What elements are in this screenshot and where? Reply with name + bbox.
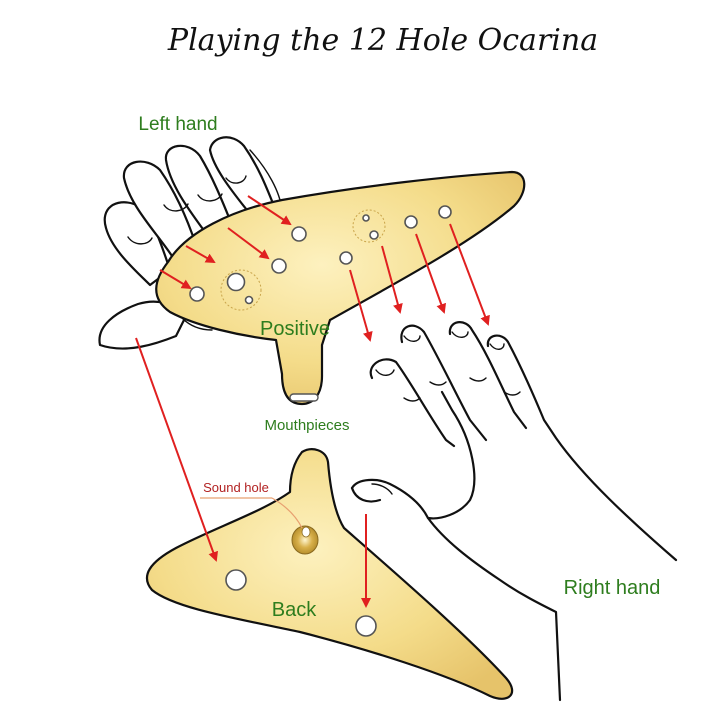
arrow [449,223,490,326]
arrow [381,245,403,314]
back-hole [225,569,247,591]
back-label: Back [272,599,317,621]
left-hand-index-finger [208,136,276,216]
right-hand [350,321,678,702]
mouthpieces-label: Mouthpieces [264,417,349,434]
arrow [415,233,447,314]
arrow [349,269,373,342]
positive-label: Positive [260,318,330,340]
front-hole [362,214,370,222]
arrow [135,337,218,562]
sound-hole-label: Sound hole [203,480,269,495]
front-hole [339,251,353,265]
page-title: Playing the 12 Hole Ocarina [167,23,598,58]
left-hand-ring-finger [122,160,198,258]
front-hole [438,205,452,219]
mouthpiece-slot [289,393,319,402]
front-holes [189,205,452,305]
back-hole [355,615,377,637]
front-hole [226,272,246,292]
front-hole [291,226,307,242]
front-hole [404,215,418,229]
sound-hole [291,525,319,555]
left-hand-label: Left hand [138,114,217,135]
front-hole [244,295,254,305]
right-hand-label: Right hand [564,577,661,599]
arrow [247,195,292,226]
front-hole [369,230,379,240]
ocarina-front-body [155,170,526,406]
ocarina-back-body [146,448,514,700]
left-hand-middle-finger [164,144,234,238]
front-hole [271,258,287,274]
arrow [159,269,192,290]
arrow [227,227,270,260]
front-hole [189,286,205,302]
fingering-arrows [135,195,490,608]
left-hand [98,136,283,350]
arrow [185,245,216,263]
